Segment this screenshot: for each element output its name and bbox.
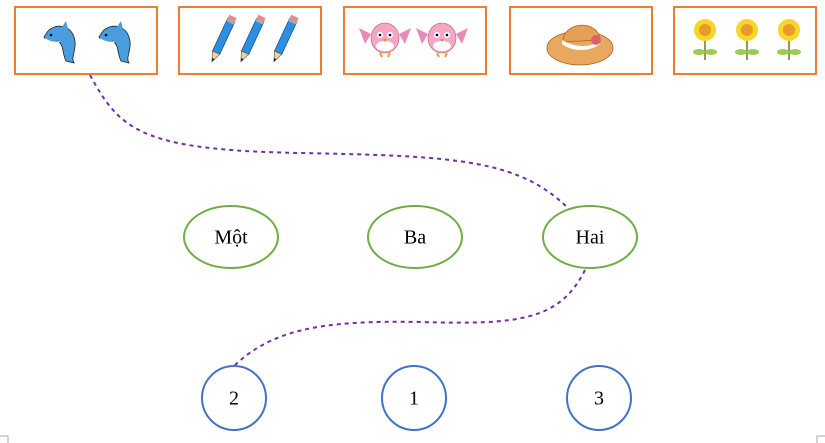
word-oval-ba[interactable] bbox=[367, 205, 463, 269]
page-corner-mark bbox=[816, 435, 825, 443]
number-circle-3[interactable] bbox=[566, 365, 632, 431]
number-circle-2[interactable] bbox=[201, 365, 267, 431]
number-label-2: 2 bbox=[229, 387, 239, 410]
picture-box-sunflowers[interactable] bbox=[673, 6, 817, 75]
page-corner-mark bbox=[0, 435, 9, 443]
picture-box-pencils[interactable] bbox=[178, 6, 322, 75]
hat-icon bbox=[546, 24, 614, 66]
number-label-1: 1 bbox=[409, 387, 419, 410]
word-oval-mot[interactable] bbox=[183, 205, 279, 269]
number-circle-1[interactable] bbox=[381, 365, 447, 431]
word-oval-hai[interactable] bbox=[542, 205, 638, 269]
word-label-hai: Hai bbox=[575, 226, 605, 249]
number-label-3: 3 bbox=[594, 387, 604, 410]
connector-line-dolphins-to-hai bbox=[89, 74, 571, 211]
connector-line-hai-to-2 bbox=[231, 269, 586, 369]
word-label-ba: Ba bbox=[403, 226, 427, 249]
picture-box-birds[interactable] bbox=[343, 6, 487, 75]
word-label-mot: Một bbox=[214, 226, 248, 249]
picture-box-dolphins[interactable] bbox=[14, 6, 158, 75]
picture-box-hat[interactable] bbox=[509, 6, 653, 75]
